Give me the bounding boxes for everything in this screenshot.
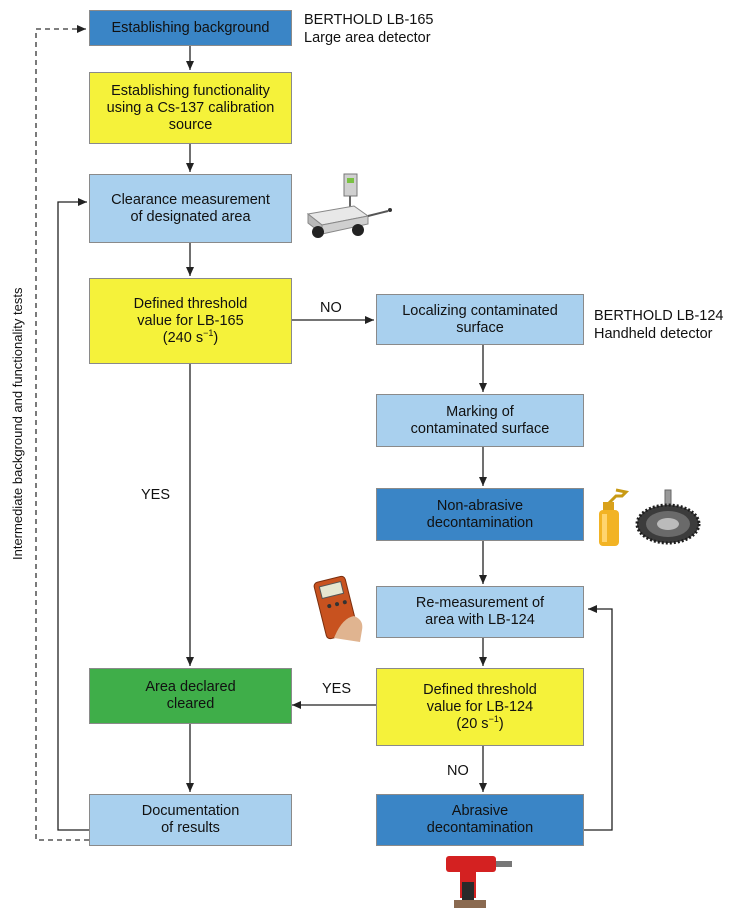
abrasive-box: Abrasive decontamination (376, 794, 584, 846)
threshold-lb165-unit-exp: −1 (203, 327, 214, 338)
marking-box: Marking of contaminated surface (376, 394, 584, 447)
wire-brush-icon (635, 489, 701, 545)
re-measurement-text: Re-measurement of area with LB-124 (415, 595, 545, 628)
yes-label-1: YES (141, 487, 171, 503)
spray-bottle-icon (599, 488, 630, 546)
no-label-1: NO (320, 300, 342, 316)
threshold-lb124-text: Defined threshold value for LB-124 (20 s… (423, 682, 537, 733)
threshold-lb124-line2: value for LB-124 (426, 698, 534, 715)
establishing-functionality-text: Establishing functionality using a Cs-13… (106, 82, 275, 133)
threshold-lb124-box: Defined threshold value for LB-124 (20 s… (376, 668, 584, 746)
threshold-lb165-text: Defined threshold value for LB-165 (240 … (134, 296, 248, 347)
establishing-background-box: Establishing background (89, 10, 292, 46)
lb124-title: BERTHOLD LB-124 (594, 308, 724, 324)
lb165-title: BERTHOLD LB-165 (304, 12, 434, 28)
threshold-lb165-box: Defined threshold value for LB-165 (240 … (89, 278, 292, 364)
threshold-lb165-close: ) (213, 329, 219, 346)
threshold-lb165-line1: Defined threshold (133, 295, 248, 312)
clearance-measurement-box: Clearance measurement of designated area (89, 174, 292, 243)
non-abrasive-box: Non-abrasive decontamination (376, 488, 584, 541)
threshold-lb124-unit-exp: −1 (488, 713, 499, 724)
handheld-detector-icon (313, 575, 363, 642)
marking-text: Marking of contaminated surface (410, 403, 550, 437)
re-measurement-box: Re-measurement of area with LB-124 (376, 586, 584, 638)
lb165-subtitle: Large area detector (304, 30, 431, 46)
arrow-abrasive-loop (583, 605, 613, 831)
threshold-lb124-value: (20 s (456, 715, 489, 732)
area-cleared-box: Area declared cleared (89, 668, 292, 724)
yes-label-2: YES (322, 681, 352, 697)
threshold-lb165-line2: value for LB-165 (137, 312, 244, 329)
side-label: Intermediate background and functionalit… (10, 287, 25, 560)
localizing-box: Localizing contaminated surface (376, 294, 584, 345)
threshold-lb124-close: ) (498, 715, 504, 732)
detector-cart-icon (306, 173, 392, 238)
non-abrasive-text: Non-abrasive decontamination (426, 497, 534, 531)
threshold-lb165-value: (240 s (162, 329, 204, 346)
abrasive-text: Abrasive decontamination (426, 803, 534, 836)
establishing-functionality-box: Establishing functionality using a Cs-13… (89, 72, 292, 144)
documentation-text: Documentation of results (141, 803, 240, 836)
area-cleared-text: Area declared cleared (145, 679, 236, 712)
hammer-drill-icon (446, 856, 512, 908)
lb124-subtitle: Handheld detector (594, 326, 713, 342)
localizing-text: Localizing contaminated surface (402, 302, 558, 336)
threshold-lb124-line1: Defined threshold (423, 681, 537, 698)
documentation-box: Documentation of results (89, 794, 292, 846)
no-label-2: NO (447, 763, 469, 779)
clearance-measurement-text: Clearance measurement of designated area (111, 191, 270, 225)
arrow-doc-loop (57, 198, 89, 831)
establishing-background-text: Establishing background (111, 19, 270, 36)
dashed-return-line (35, 25, 89, 841)
